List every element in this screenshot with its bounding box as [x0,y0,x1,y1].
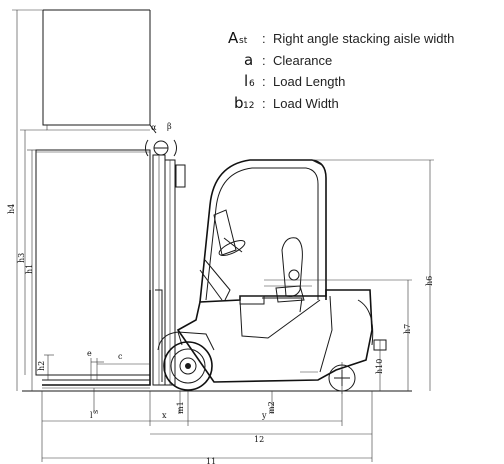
dim-l2 [150,391,373,446]
dim-label-h6: h6 [425,276,434,286]
legend-colon: : [262,74,266,89]
dim-label-l1: 11 [206,457,216,464]
dim-label-h1: h1 [25,264,34,274]
seat [264,237,312,303]
legend-symbol: l [244,72,248,90]
steering [199,209,246,301]
dim-h2 [44,354,54,380]
mast [144,139,186,386]
tilt-angle-beta: β [167,122,172,131]
dim-label-e: e [87,349,92,358]
dim-h6 [312,159,434,391]
legend-text: Right angle stacking aisle width [273,31,454,46]
legend-text: Load Length [273,74,345,89]
dim-label-x: x [162,411,167,420]
dim-label-c: c [118,352,123,361]
forks [42,289,163,389]
legend-item-load-length: l 6 : Load Length [244,72,345,90]
dim-h4 [12,9,43,391]
legend-colon: : [262,31,266,46]
legend-item-load-width: b 12 : Load Width [234,94,339,112]
load-backrest [35,149,151,376]
dim-h1 [27,149,36,391]
legend-symbol: A [228,29,239,47]
legend-symbol-sub: 6 [249,79,255,89]
dim-h3 [20,129,47,375]
dim-label-l2: 12 [254,435,264,444]
dim-label-m1: m1 [176,401,185,414]
legend-colon: : [262,53,266,68]
dim-e [90,358,104,380]
legend-text: Load Width [273,96,339,111]
legend-item-aisle-width: A st : Right angle stacking aisle width [228,29,454,47]
legend-colon: : [262,96,266,111]
legend-symbol: a [244,51,253,69]
dim-label-h7: h7 [403,324,412,334]
dim-y [188,391,343,426]
raised-mast-outline [42,9,157,134]
dim-label-h2: h2 [37,361,46,371]
legend-text: Clearance [273,53,332,68]
tilt-angle-alpha: α [151,123,157,132]
legend: A st : Right angle stacking aisle width … [228,29,454,112]
dim-label-h10: h10 [375,359,384,374]
legend-item-clearance: a : Clearance [244,51,332,69]
dim-label-m2: m2 [267,401,276,414]
dim-h7 [264,279,412,391]
dim-l [41,391,151,446]
dim-label-h4: h4 [7,204,16,214]
truck-body [176,289,374,383]
front-wheel [157,331,215,391]
legend-symbol-sub: 12 [243,101,254,111]
dim-label-h3: h3 [17,253,26,263]
dim-label-y: y [261,411,267,420]
dim-x [150,391,189,426]
legend-symbol-sub: st [239,36,248,46]
dim-label-s: s [91,410,100,414]
dim-label-l: l [90,411,93,420]
overhead-guard [199,159,327,303]
legend-symbol: b [234,94,244,112]
dim-l1 [41,446,373,462]
